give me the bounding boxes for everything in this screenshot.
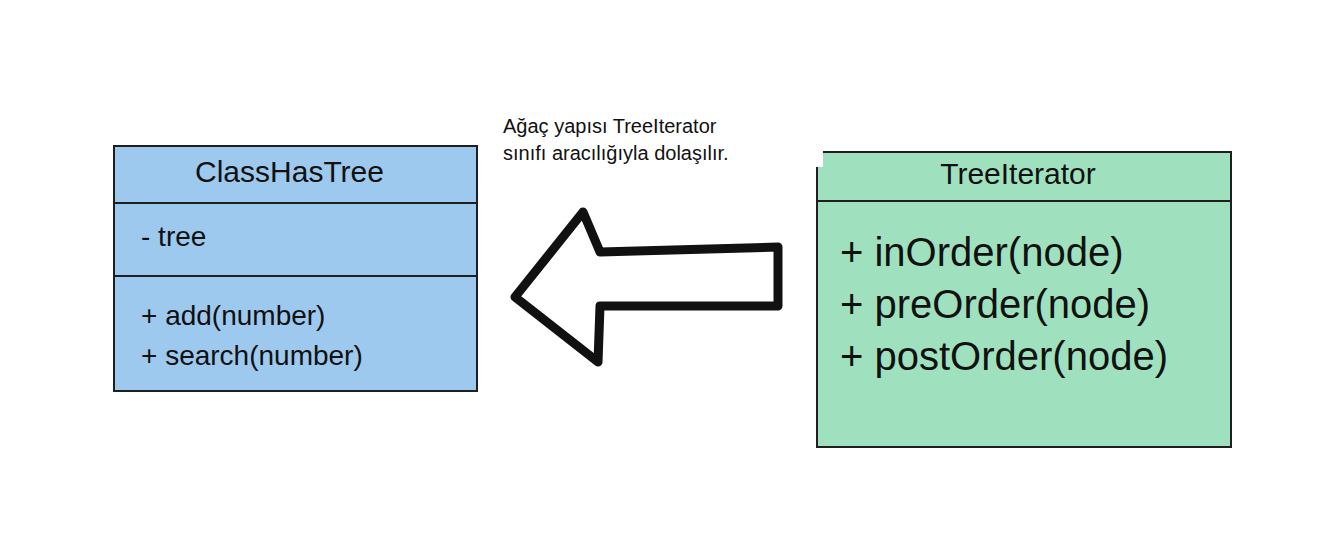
class-name: TreeIterator: [940, 156, 1096, 192]
class-member: + inOrder(node): [840, 226, 1123, 278]
uml-class-box: ClassHasTree - tree + add(number)+ search(…: [113, 145, 478, 392]
class-member: + add(number): [141, 296, 325, 336]
class-compartment: - tree: [115, 202, 476, 275]
class-name: ClassHasTree: [195, 154, 384, 190]
class-member: + search(number): [141, 336, 363, 376]
class-member: + postOrder(node): [840, 330, 1168, 382]
class-compartment: + inOrder(node)+ preOrder(node)+ postOrd…: [818, 200, 1230, 446]
hollow-arrow: [515, 212, 778, 362]
class-compartment: + add(number)+ search(number): [115, 275, 476, 390]
class-member: + preOrder(node): [840, 278, 1150, 330]
class-header: ClassHasTree: [115, 147, 476, 202]
arrow-note: Ağaç yapısı TreeIterator sınıfı aracılığ…: [503, 113, 823, 167]
uml-class-box: TreeIterator + inOrder(node)+ preOrder(no…: [816, 151, 1232, 448]
class-member: - tree: [141, 220, 206, 254]
class-header: TreeIterator: [818, 153, 1230, 200]
